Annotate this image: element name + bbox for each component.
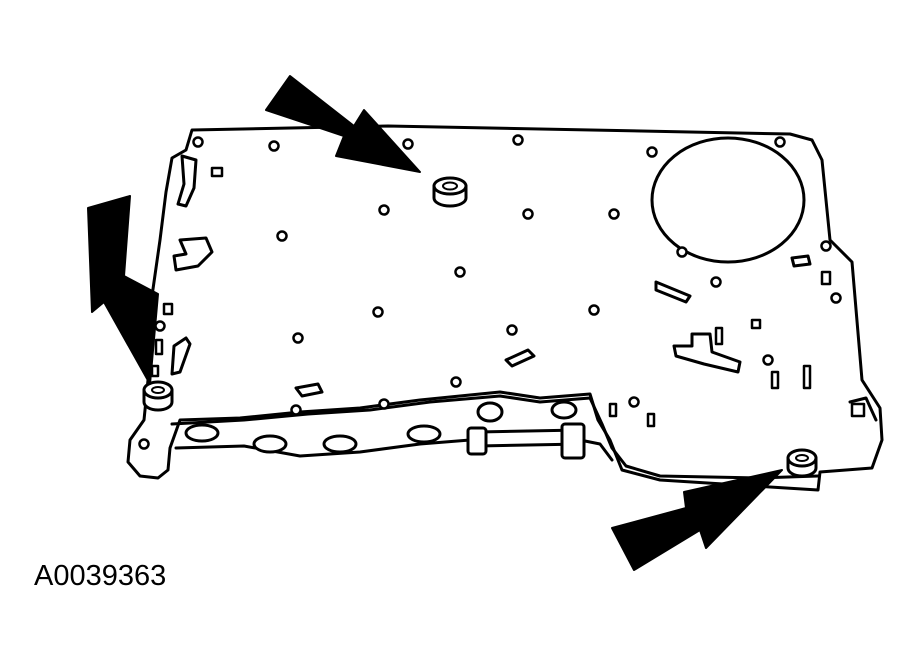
- plate-slots: [150, 166, 866, 428]
- rod-left-block: [466, 426, 488, 456]
- figure-id-label: A0039363: [34, 560, 167, 592]
- boss-right: [786, 448, 818, 478]
- arrow-right-icon: [611, 469, 783, 571]
- boss-left: [142, 380, 174, 412]
- passage-3: [170, 336, 192, 376]
- arrow-left-icon: [87, 195, 159, 385]
- rail-oval-2: [252, 434, 288, 454]
- passage-5: [672, 332, 742, 374]
- rod-end-knob-left: [476, 401, 504, 423]
- rod-right-block: [560, 422, 586, 460]
- passage-1: [176, 154, 198, 208]
- rod-end-knob-right: [550, 400, 578, 420]
- passage-8: [790, 254, 812, 268]
- passage-7: [294, 382, 324, 398]
- arrow-top-icon: [265, 75, 421, 173]
- passage-4: [654, 280, 692, 304]
- passage-6: [504, 348, 536, 368]
- plate-right-step: [848, 396, 878, 422]
- large-circle-cutout: [650, 136, 806, 264]
- rail-oval-4: [406, 424, 442, 444]
- plate-front-edge: [170, 394, 820, 480]
- rail-oval-1: [184, 423, 220, 443]
- plate-holes: [138, 134, 842, 450]
- boss-top: [432, 176, 468, 208]
- rail-oval-3: [322, 434, 358, 454]
- passage-2: [172, 236, 214, 272]
